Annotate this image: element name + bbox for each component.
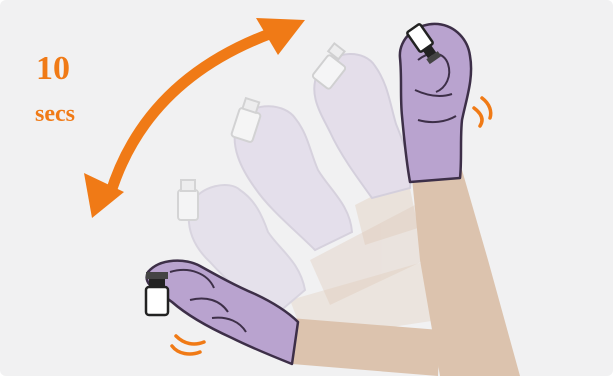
timer-value: 10 [36,52,70,86]
lower-arm [290,318,440,376]
motion-lines-icon [474,98,491,126]
motion-lines-icon [172,336,204,354]
vial [146,272,168,315]
timer-unit: secs [35,102,75,126]
upright-gloved-hand [400,24,491,182]
